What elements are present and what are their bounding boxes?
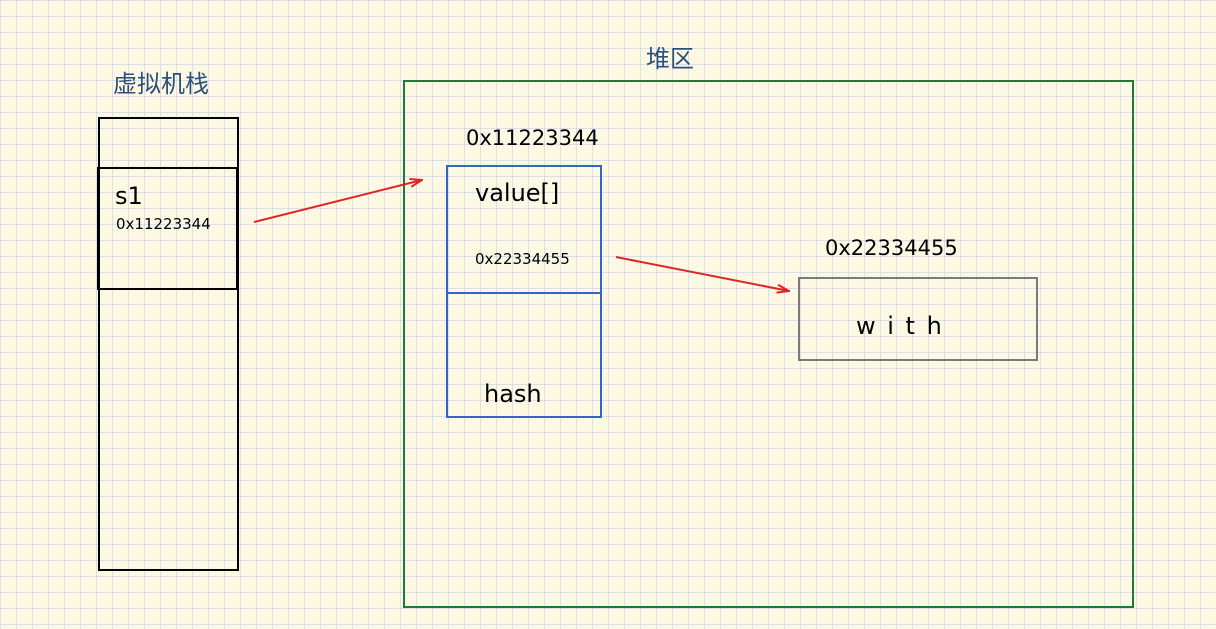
string-object-divider: [446, 292, 602, 294]
string-object-address: 0x11223344: [466, 126, 599, 150]
char-array-address: 0x22334455: [825, 236, 958, 260]
variable-reference: 0x11223344: [116, 215, 211, 233]
string-object: [446, 165, 602, 418]
char-array: [798, 277, 1038, 361]
stack-title: 虚拟机栈: [113, 70, 209, 98]
hash-field-label: hash: [484, 380, 542, 408]
stack-column: [98, 117, 239, 571]
stack-frame-s1: [97, 167, 238, 290]
heap-title: 堆区: [646, 45, 694, 73]
arrow-value-to-array: [615, 256, 789, 291]
value-field-label: value[]: [475, 179, 560, 207]
heap-area: [403, 80, 1134, 608]
char-array-contents: w i t h: [856, 312, 944, 340]
value-field-reference: 0x22334455: [475, 250, 570, 268]
arrow-s1-to-string: [253, 180, 422, 223]
variable-name: s1: [115, 182, 143, 210]
